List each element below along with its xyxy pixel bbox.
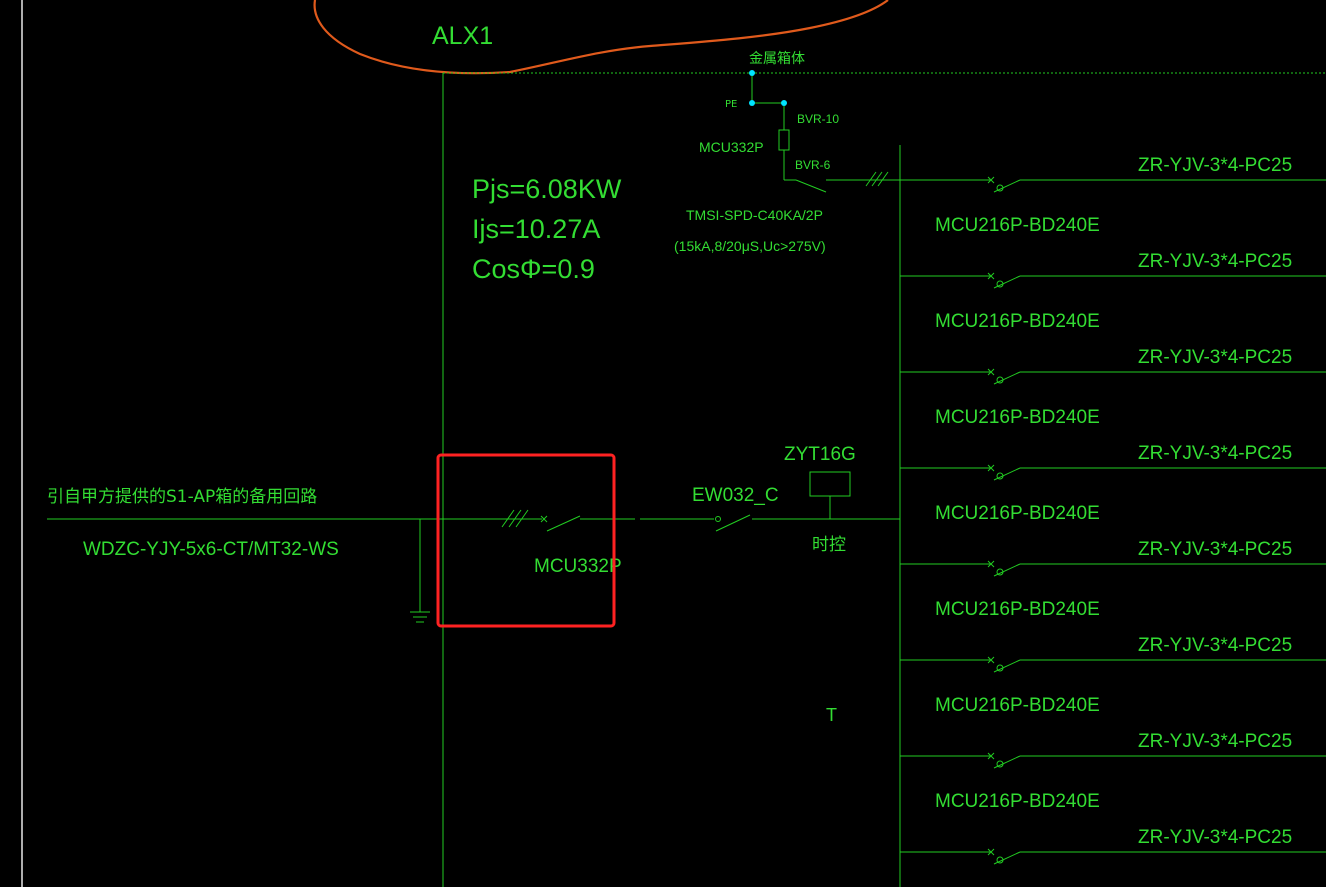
feeder-breaker-node (996, 664, 1004, 672)
calc-power-factor: CosΦ=0.9 (472, 254, 595, 284)
feeder-breaker-node (996, 184, 1004, 192)
spd-breaker: MCU332P (699, 139, 764, 155)
timer-model: ZYT16G (784, 444, 856, 465)
feeder-breaker-cross (987, 560, 995, 568)
feeder-cable-label: ZR-YJV-3*4-PC25 (1138, 251, 1292, 272)
feeder-breaker-node (996, 856, 1004, 864)
feeder-breaker-label: MCU216P-BD240E (935, 599, 1100, 620)
feeder-breaker-blade (993, 659, 1021, 673)
feeder-cable-label: ZR-YJV-3*4-PC25 (1138, 827, 1292, 848)
feeder-breaker-blade (993, 371, 1021, 385)
node-pe-1 (749, 100, 755, 106)
feeder-breaker-blade (993, 467, 1021, 481)
feeder-breaker-node (996, 472, 1004, 480)
spd-spec: (15kA,8/20μS,Uc>275V) (674, 238, 826, 254)
feeder-breaker-node (996, 280, 1004, 288)
pe-label: PE (725, 99, 737, 110)
contactor-symbol (640, 471, 900, 532)
timer-label: 时控 (812, 535, 846, 555)
node-pe-2 (781, 100, 787, 106)
feeder-breaker-node (996, 568, 1004, 576)
marker-t: T (826, 705, 837, 725)
main-breaker-label: MCU332P (534, 556, 622, 577)
feeder-breaker-label: MCU216P-BD240E (935, 695, 1100, 716)
feeder-breaker-blade (993, 851, 1021, 865)
highlight-box[interactable] (436, 453, 616, 628)
enclosure-label: 金属箱体 (749, 51, 805, 67)
incoming-source: 引自甲方提供的S1-AP箱的备用回路 (47, 487, 317, 507)
feeder-breaker-cross (987, 272, 995, 280)
spd-wire1: BVR-10 (797, 112, 839, 126)
feeder-breaker-cross (987, 368, 995, 376)
calc-power: Pjs=6.08KW (472, 174, 622, 204)
incoming-cable: WDZC-YJY-5x6-CT/MT32-WS (83, 539, 339, 560)
feeder-breaker-blade (993, 755, 1021, 769)
calc-current: Ijs=10.27A (472, 214, 600, 244)
main-breaker-symbol (501, 509, 635, 532)
feeder-breaker-node (996, 760, 1004, 768)
feeder-breaker-blade (993, 275, 1021, 289)
feeder-cable-label: ZR-YJV-3*4-PC25 (1138, 731, 1292, 752)
spd-assembly (751, 73, 900, 193)
feeder-breaker-cross (987, 656, 995, 664)
feeder-breaker-cross (987, 752, 995, 760)
feeder-breaker-label: MCU216P-BD240E (935, 407, 1100, 428)
panel-name: ALX1 (432, 22, 493, 50)
feeder-cable-label: ZR-YJV-3*4-PC25 (1138, 347, 1292, 368)
feeder-breaker-blade (993, 563, 1021, 577)
feeder-cable-label: ZR-YJV-3*4-PC25 (1138, 155, 1292, 176)
spd-wire2: BVR-6 (795, 158, 831, 172)
feeder-breaker-label: MCU216P-BD240E (935, 311, 1100, 332)
feeder-breaker-cross (987, 848, 995, 856)
feeder-breaker-cross (987, 176, 995, 184)
feeder-cable-label: ZR-YJV-3*4-PC25 (1138, 443, 1292, 464)
revision-cloud (313, 0, 889, 75)
contactor-label: EW032_C (692, 485, 779, 506)
node-enclosure (749, 70, 755, 76)
feeder-breaker-label: MCU216P-BD240E (935, 215, 1100, 236)
feeder-breaker-cross (987, 464, 995, 472)
feeder-circuit[interactable]: ZR-YJV-3*4-PC25 (900, 827, 1326, 865)
feeder-breaker-label: MCU216P-BD240E (935, 791, 1100, 812)
feeder-breaker-node (996, 376, 1004, 384)
feeder-breaker-label: MCU216P-BD240E (935, 503, 1100, 524)
spd-model: TMSI-SPD-C40KA/2P (686, 207, 823, 223)
feeder-list: ZR-YJV-3*4-PC25MCU216P-BD240EZR-YJV-3*4-… (900, 155, 1326, 865)
feeder-cable-label: ZR-YJV-3*4-PC25 (1138, 539, 1292, 560)
feeder-cable-label: ZR-YJV-3*4-PC25 (1138, 635, 1292, 656)
ground-symbol (410, 519, 430, 623)
feeder-breaker-blade (993, 179, 1021, 193)
